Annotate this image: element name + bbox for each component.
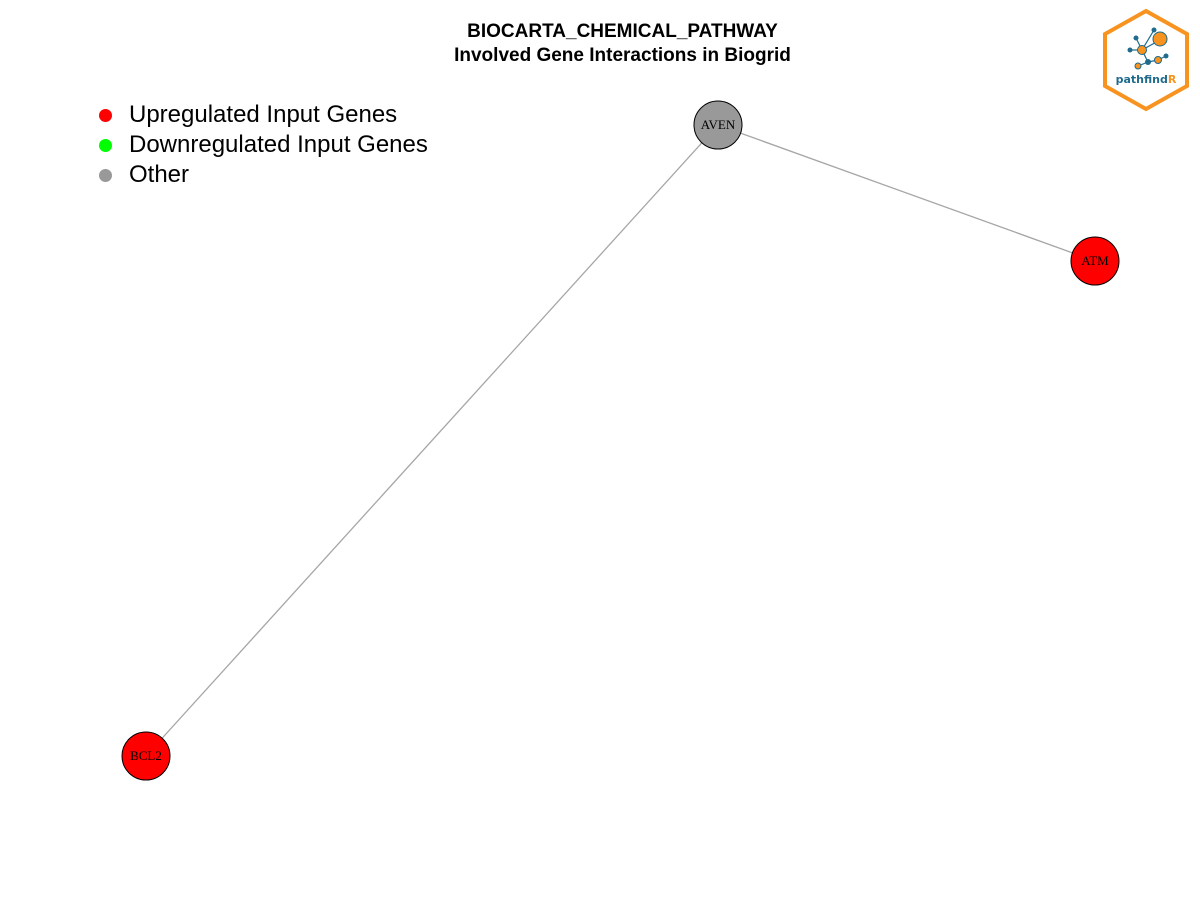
node-label-aven: AVEN [701, 117, 736, 132]
node-atm: ATM [1070, 236, 1120, 286]
legend-label-other: Other [129, 161, 190, 188]
node-circle-aven [693, 100, 743, 150]
node-circle-bcl2 [121, 731, 171, 781]
node-label-bcl2: BCL2 [130, 748, 162, 763]
title-line-2: Involved Gene Interactions in Biogrid [454, 45, 791, 66]
legend-item-downregulated: Downregulated Input Genes [97, 130, 428, 160]
legend-item-other: Other [97, 160, 428, 190]
legend-item-upregulated: Upregulated Input Genes [97, 100, 428, 130]
logo-network-icon [1127, 27, 1169, 70]
node-label-atm: ATM [1081, 253, 1109, 268]
nodes-layer: AVEN ATM BCL2 [121, 100, 1120, 781]
legend: Upregulated Input Genes Downregulated In… [97, 100, 428, 190]
node-aven: AVEN [693, 100, 743, 150]
legend-dot-upregulated [99, 108, 112, 122]
legend-label-downregulated: Downregulated Input Genes [129, 131, 428, 158]
edge-aven-atm [717, 124, 1096, 262]
edge-aven-bcl2 [145, 124, 719, 757]
pathfindr-logo: pathfindR [1103, 8, 1189, 112]
node-circle-atm [1070, 236, 1120, 286]
node-bcl2: BCL2 [121, 731, 171, 781]
logo-text: pathfindR [1116, 73, 1177, 86]
edges-layer [145, 124, 1096, 757]
logo-text-accent: R [1168, 73, 1177, 86]
legend-dot-downregulated [99, 138, 112, 152]
legend-label-upregulated: Upregulated Input Genes [129, 101, 398, 128]
legend-dot-other [99, 168, 112, 182]
logo-text-main: pathfind [1116, 73, 1168, 86]
title-line-1: BIOCARTA_CHEMICAL_PATHWAY [467, 21, 778, 42]
chart-title: BIOCARTA_CHEMICAL_PATHWAY Involved Gene … [0, 20, 1200, 68]
